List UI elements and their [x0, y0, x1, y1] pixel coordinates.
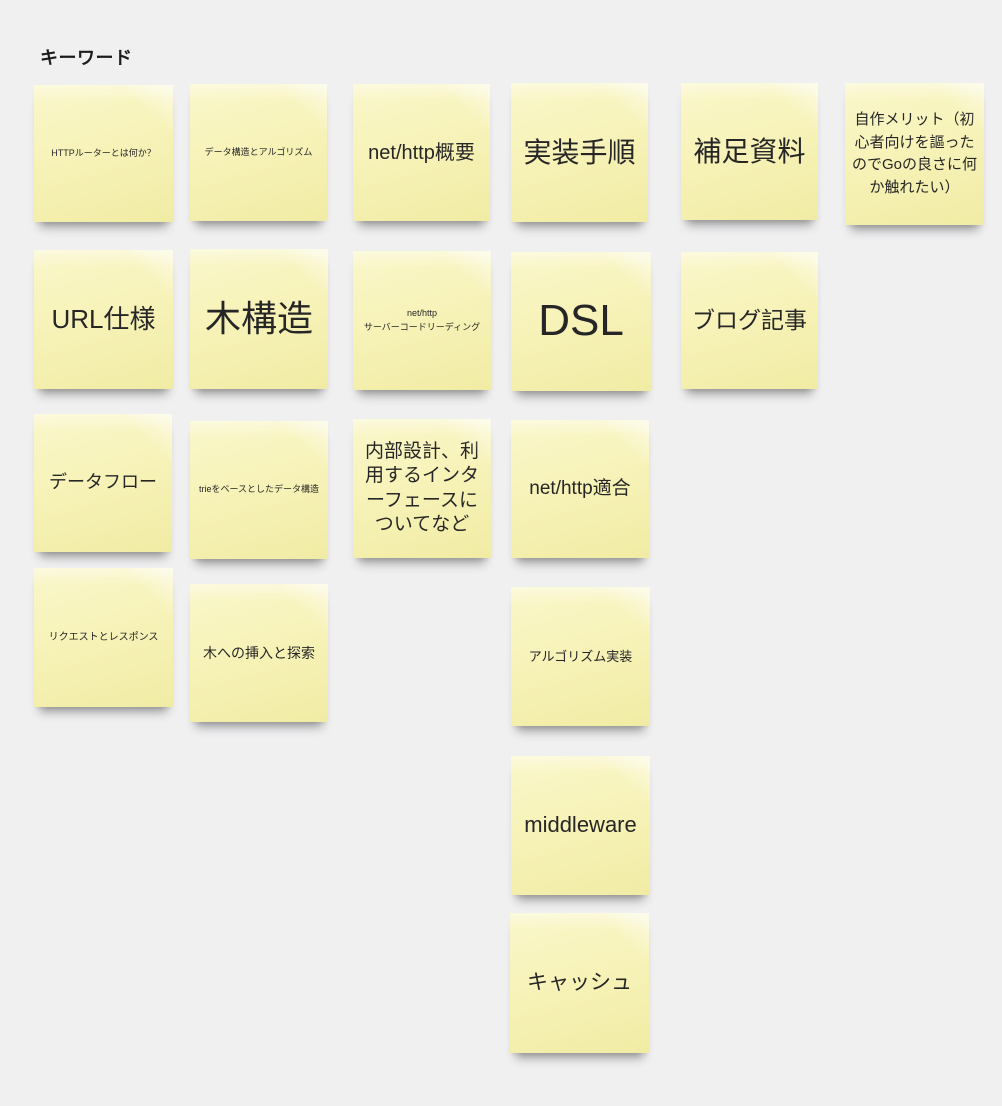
sticky-note-text: 自作メリット（初心者向けを謳ったのでGoの良さに何か触れたい）: [852, 111, 978, 196]
sticky-note[interactable]: net/http適合: [511, 420, 649, 558]
sticky-note[interactable]: リクエストとレスポンス: [34, 568, 173, 707]
sticky-note-text: ブログ記事: [692, 307, 807, 334]
sticky-note[interactable]: net/http概要: [353, 84, 490, 221]
sticky-note[interactable]: net/http サーバーコードリーディング: [353, 251, 491, 390]
sticky-note[interactable]: データ構造とアルゴリズム: [190, 84, 327, 221]
sticky-note-text: net/http サーバーコードリーディング: [363, 308, 481, 332]
sticky-note[interactable]: データフロー: [34, 414, 172, 552]
sticky-note[interactable]: 自作メリット（初心者向けを謳ったのでGoの良さに何か触れたい）: [845, 83, 984, 225]
sticky-note-text: 木への挿入と探索: [203, 644, 315, 661]
sticky-note[interactable]: アルゴリズム実装: [511, 587, 650, 726]
sticky-note[interactable]: trieをベースとしたデータ構造: [190, 421, 328, 559]
sticky-note[interactable]: 内部設計、利用するインターフェースについてなど: [353, 419, 491, 558]
sticky-note-text: net/http適合: [529, 477, 631, 499]
sticky-note[interactable]: キャッシュ: [510, 913, 649, 1053]
sticky-note[interactable]: 補足資料: [681, 83, 818, 220]
sticky-note-text: キャッシュ: [527, 971, 632, 995]
board-section-title[interactable]: キーワード: [40, 48, 133, 68]
sticky-note[interactable]: HTTPルーターとは何か？: [34, 85, 173, 222]
sticky-note-text: net/http概要: [368, 141, 475, 164]
sticky-note-text: URL仕様: [51, 304, 156, 335]
sticky-note-text: middleware: [524, 812, 637, 838]
sticky-note[interactable]: URL仕様: [34, 250, 173, 389]
sticky-note-text: データ構造とアルゴリズム: [204, 146, 313, 157]
sticky-note-text: アルゴリズム実装: [528, 648, 633, 664]
sticky-note-text: HTTPルーターとは何か？: [51, 147, 156, 158]
sticky-note[interactable]: 木への挿入と探索: [190, 584, 328, 722]
sticky-note[interactable]: DSL: [511, 252, 651, 391]
sticky-note-text: trieをベースとしたデータ構造: [198, 484, 320, 495]
sticky-note-text: DSL: [538, 296, 624, 346]
sticky-note-text: 木構造: [204, 297, 313, 339]
sticky-note[interactable]: 実装手順: [511, 83, 648, 222]
sticky-note-text: データフロー: [49, 472, 157, 493]
sticky-note[interactable]: middleware: [511, 756, 650, 895]
sticky-note-text: 実装手順: [523, 136, 636, 168]
sticky-note-text: リクエストとレスポンス: [48, 632, 159, 643]
sticky-note-text: 内部設計、利用するインターフェースについてなど: [364, 441, 479, 535]
sticky-note[interactable]: ブログ記事: [681, 252, 818, 389]
sticky-note-text: 補足資料: [693, 135, 806, 167]
sticky-note[interactable]: 木構造: [190, 249, 328, 389]
